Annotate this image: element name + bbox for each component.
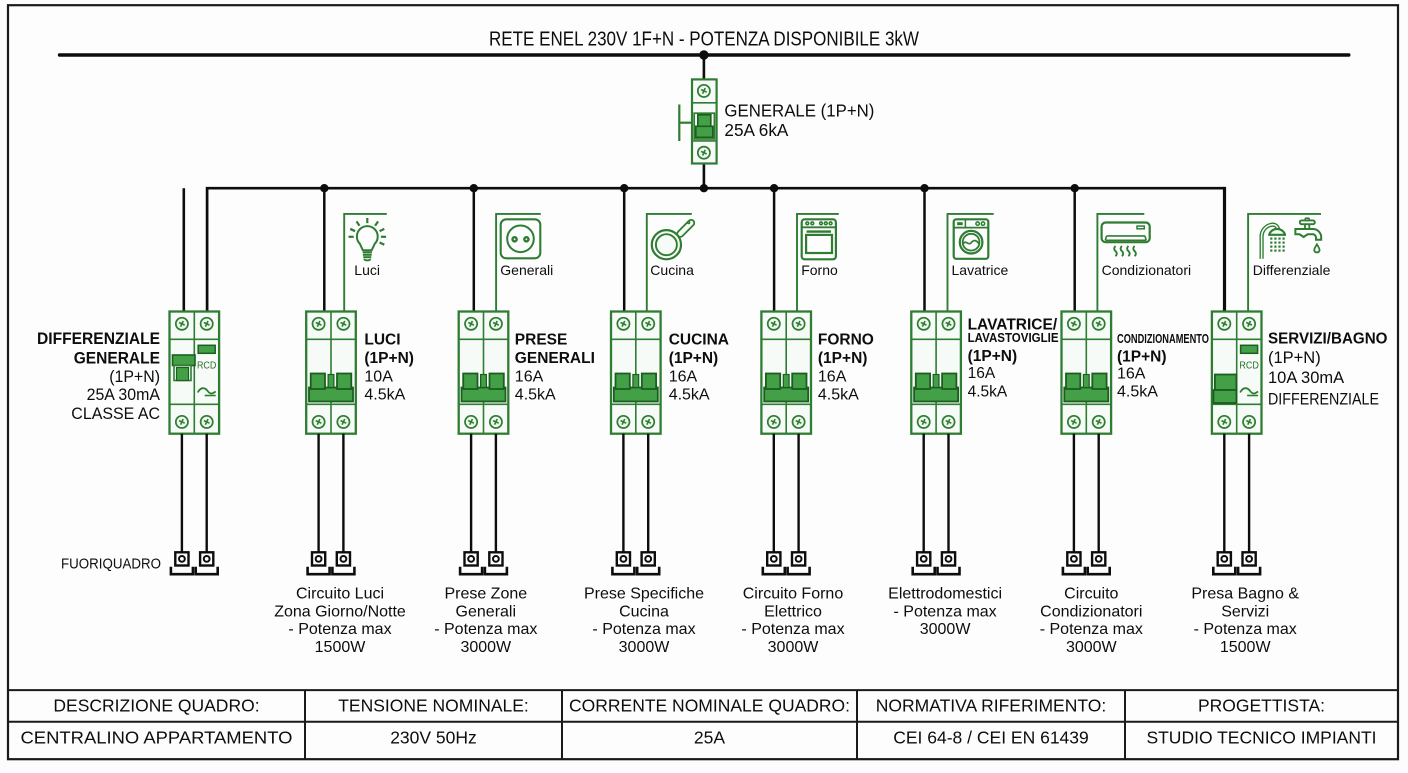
svg-text:16A: 16A [669,368,698,385]
svg-text:4.5kA: 4.5kA [968,384,1008,401]
svg-text:RCD: RCD [1239,361,1259,372]
svg-text:Cucina: Cucina [650,262,694,278]
svg-text:25A: 25A [694,728,725,748]
svg-text:RCD: RCD [197,361,217,372]
svg-text:DIFFERENZIALE: DIFFERENZIALE [1268,391,1379,409]
svg-text:GENERALI: GENERALI [515,350,595,367]
svg-text:CEI 64-8 / CEI EN 61439: CEI 64-8 / CEI EN 61439 [893,728,1089,748]
svg-text:1500W: 1500W [315,639,367,656]
svg-text:3000W: 3000W [460,639,512,656]
svg-text:- Potenza max: - Potenza max [741,621,844,638]
svg-text:25A 6kA: 25A 6kA [724,120,788,140]
svg-text:4.5kA: 4.5kA [669,387,710,404]
svg-text:Differenziale: Differenziale [1253,262,1331,278]
svg-text:GENERALE (1P+N): GENERALE (1P+N) [724,100,874,120]
svg-text:Elettrico: Elettrico [764,603,822,620]
svg-text:- Potenza max: - Potenza max [1194,621,1297,638]
svg-text:Condizionatori: Condizionatori [1102,262,1192,278]
svg-text:Servizi: Servizi [1221,603,1269,620]
svg-text:3000W: 3000W [768,639,820,656]
svg-text:GENERALE: GENERALE [74,348,160,367]
svg-text:(1P+N): (1P+N) [1117,349,1167,366]
svg-text:(1P+N): (1P+N) [818,350,868,367]
svg-text:3000W: 3000W [1066,639,1118,656]
svg-text:LAVATRICE/: LAVATRICE/ [968,317,1058,334]
svg-text:Prese Zone: Prese Zone [444,586,527,603]
svg-text:230V 50Hz: 230V 50Hz [390,728,477,748]
svg-text:PRESE: PRESE [515,331,568,348]
svg-text:LUCI: LUCI [364,331,400,348]
svg-text:3000W: 3000W [619,639,671,656]
svg-text:10A 30mA: 10A 30mA [1268,369,1344,387]
svg-text:4.5kA: 4.5kA [364,387,405,404]
svg-text:10A: 10A [364,368,393,385]
svg-text:Zona Giorno/Notte: Zona Giorno/Notte [274,603,406,620]
svg-text:Generali: Generali [500,262,553,278]
svg-text:- Potenza max: - Potenza max [592,621,695,638]
svg-text:25A 30mA: 25A 30mA [87,385,161,404]
svg-text:CORRENTE NOMINALE QUADRO:: CORRENTE NOMINALE QUADRO: [569,696,850,716]
svg-text:CENTRALINO APPARTAMENTO: CENTRALINO APPARTAMENTO [21,728,293,748]
svg-text:FORNO: FORNO [818,331,874,348]
svg-text:DESCRIZIONE QUADRO:: DESCRIZIONE QUADRO: [53,696,259,716]
svg-text:LAVASTOVIGLIE: LAVASTOVIGLIE [968,330,1059,345]
svg-text:4.5kA: 4.5kA [818,387,859,404]
svg-text:CLASSE AC: CLASSE AC [71,404,160,423]
svg-text:FUORIQUADRO: FUORIQUADRO [61,556,161,573]
svg-text:(1P+N): (1P+N) [109,367,160,386]
svg-text:Prese Specifiche: Prese Specifiche [584,586,704,603]
svg-text:CUCINA: CUCINA [669,331,729,348]
svg-text:- Potenza max: - Potenza max [894,603,997,620]
svg-text:16A: 16A [818,368,847,385]
svg-text:1500W: 1500W [1220,639,1272,656]
svg-text:Presa Bagno &: Presa Bagno & [1191,586,1299,603]
svg-text:Condizionatori: Condizionatori [1040,603,1142,620]
svg-text:(1P+N): (1P+N) [364,350,414,367]
svg-text:RETE ENEL 230V 1F+N - POTENZA: RETE ENEL 230V 1F+N - POTENZA DISPONIBIL… [489,29,919,51]
svg-text:- Potenza max: - Potenza max [1040,621,1143,638]
svg-text:TENSIONE NOMINALE:: TENSIONE NOMINALE: [338,696,529,716]
svg-text:16A: 16A [515,368,544,385]
svg-text:STUDIO TECNICO IMPIANTI: STUDIO TECNICO IMPIANTI [1146,728,1376,748]
svg-text:Circuito Forno: Circuito Forno [743,586,844,603]
svg-text:NORMATIVA RIFERIMENTO:: NORMATIVA RIFERIMENTO: [876,696,1106,716]
svg-text:Circuito: Circuito [1064,586,1118,603]
svg-text:4.5kA: 4.5kA [515,387,556,404]
svg-text:Circuito Luci: Circuito Luci [296,586,384,603]
svg-text:Elettrodomestici: Elettrodomestici [888,586,1002,603]
svg-text:Forno: Forno [801,262,838,278]
svg-text:16A: 16A [1117,366,1146,383]
svg-text:(1P+N): (1P+N) [968,348,1018,365]
svg-text:- Potenza max: - Potenza max [288,621,391,638]
svg-text:DIFFERENZIALE: DIFFERENZIALE [37,329,160,348]
svg-text:(1P+N): (1P+N) [669,350,719,367]
svg-text:(1P+N): (1P+N) [1268,349,1321,367]
svg-text:- Potenza max: - Potenza max [434,621,537,638]
svg-text:CONDIZIONAMENTO: CONDIZIONAMENTO [1117,331,1209,346]
svg-text:Lavatrice: Lavatrice [952,262,1009,278]
svg-text:4.5kA: 4.5kA [1117,384,1158,401]
svg-text:Luci: Luci [354,262,380,278]
svg-text:PROGETTISTA:: PROGETTISTA: [1198,696,1325,716]
svg-text:Generali: Generali [456,603,516,620]
svg-text:3000W: 3000W [920,621,972,638]
svg-text:SERVIZI/BAGNO: SERVIZI/BAGNO [1268,331,1388,348]
svg-text:Cucina: Cucina [619,603,669,620]
svg-text:16A: 16A [968,365,996,382]
